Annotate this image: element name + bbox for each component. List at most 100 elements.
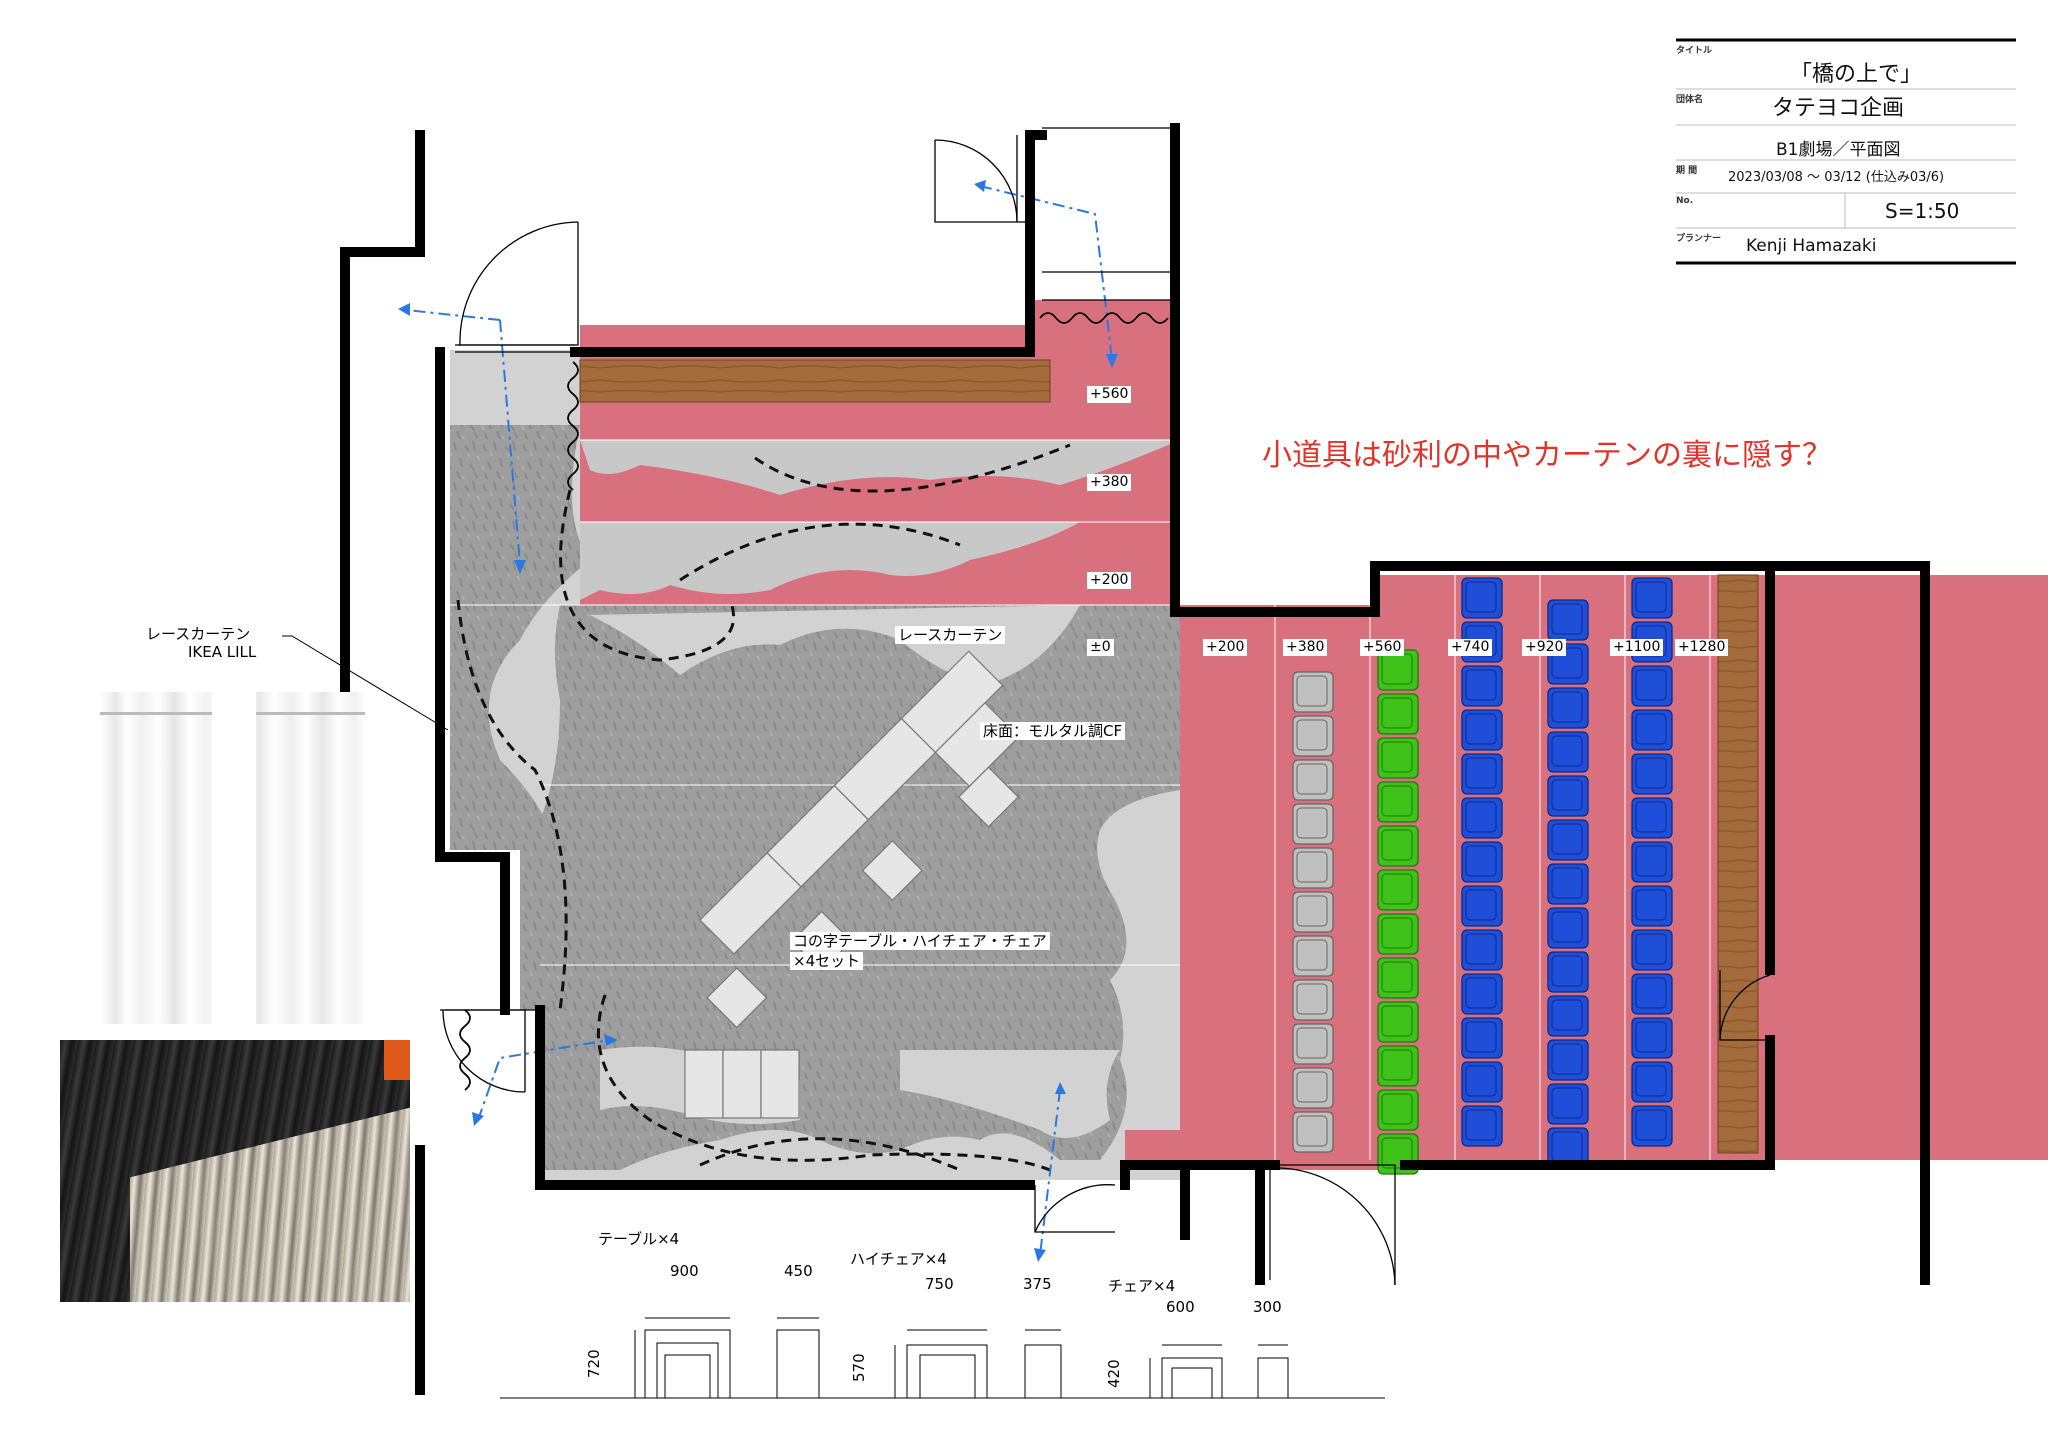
table [957,766,1020,828]
scale-value: S=1:50 [1885,199,1960,223]
floor-material-label: 床面：モルタル調CF [980,722,1126,740]
wood-bench [579,359,1051,403]
company-key: 団体名 [1676,95,1704,105]
seat-icon [1547,819,1589,861]
seat-icon [1292,759,1334,801]
seat-icon [1461,577,1503,619]
seat-icon [1377,649,1419,691]
seating-floor [1180,605,1275,1165]
seat-rows [1292,577,1673,1175]
platform-560-corridor [1030,300,1180,440]
stage-level-label: +200 [1087,572,1132,589]
play-title: 「橋の上で」 [1790,62,1923,87]
table-width-dim: 900 [670,1262,699,1280]
stored-table [684,1049,724,1119]
table-height-dim: 720 [585,1349,603,1378]
seat-level-label: +920 [1522,639,1567,656]
seat-icon [1461,797,1503,839]
chair-elevation-title: チェア×4 [1108,1277,1176,1295]
actor-paths [456,443,1071,1172]
seat-icon [1377,1001,1419,1043]
seat-icon [1547,995,1589,1037]
seat-icon [1377,957,1419,999]
period-key: 期 間 [1676,166,1698,176]
platform-gravel [580,440,1180,495]
seat-icon [1547,599,1589,641]
seat-icon [1461,1061,1503,1103]
period-value: 2023/03/08 ～ 03/12 (仕込み03/6) [1728,170,1945,185]
seat-icon [1377,693,1419,735]
seat-icon [1461,841,1503,883]
seat-icon [1292,979,1334,1021]
lace-curtain-label: レースカーテン [895,626,1006,644]
curtain-callout-leader [282,635,449,731]
seat-icon [1461,973,1503,1015]
planner-name: Kenji Hamazaki [1746,236,1877,256]
seat-icon [1377,913,1419,955]
table-depth-dim: 450 [784,1262,813,1280]
stage-level-label: ±0 [1087,639,1114,656]
seat-icon [1547,951,1589,993]
seat-icon [1631,1061,1673,1103]
director-note: 小道具は砂利の中やカーテンの裏に隠す？ [1262,438,1832,473]
seat-icon [1292,1023,1334,1065]
seat-icon [1631,709,1673,751]
seat-icon [1631,797,1673,839]
seat-icon [1547,687,1589,729]
high-chair-width-dim: 750 [925,1275,954,1293]
seat-icon [1377,825,1419,867]
seat-icon [1292,671,1334,713]
seat-icon [1461,1105,1503,1147]
number-key: No. [1676,196,1694,206]
seat-icon [1547,1083,1589,1125]
seat-icon [1547,863,1589,905]
title-key: タイトル [1676,46,1713,56]
seat-icon [1631,577,1673,619]
high-chair-height-dim: 570 [850,1353,868,1382]
seat-icon [1461,753,1503,795]
chair-height-dim: 420 [1105,1359,1123,1388]
seat-icon [1631,841,1673,883]
seat-icon [1377,1089,1419,1131]
table-elevation-title: テーブル×4 [598,1230,680,1248]
seat-icon [1631,665,1673,707]
seat-icon [1631,929,1673,971]
planner-key: プランナー [1676,234,1722,244]
seat-level-label: +200 [1203,639,1248,656]
seat-icon [1547,1039,1589,1081]
furniture-elevations [500,1317,1385,1399]
curtain-callout-product: IKEA LILL [188,643,257,661]
seat-icon [1461,885,1503,927]
stored-table [722,1049,762,1119]
seat-level-label: +560 [1360,639,1405,656]
rear-wood-wall [1717,574,1759,1154]
seat-level-label: +380 [1283,639,1328,656]
lace-curtain-photo [100,692,365,1024]
seat-icon [1631,973,1673,1015]
title-block-frame [1676,38,2016,265]
flow-arrows [405,185,1113,1256]
table [861,839,923,902]
seat-icon [1377,869,1419,911]
seat-level-label: +1100 [1610,639,1664,656]
seat-icon [1461,1017,1503,1059]
installed-curtain-photo [60,1040,410,1302]
seat-icon [1631,1017,1673,1059]
seat-icon [1292,891,1334,933]
seat-icon [1547,731,1589,773]
gravel-area-main [520,605,1180,1170]
chair-depth-dim: 300 [1253,1298,1282,1316]
seat-level-label: +1280 [1675,639,1729,656]
drawing-name: B1劇場／平面図 [1776,140,1901,160]
seat-icon [1631,1105,1673,1147]
seat-icon [1631,753,1673,795]
chair-width-dim: 600 [1166,1298,1195,1316]
stage-light-patch [900,1050,1120,1138]
high-chair-elevation-title: ハイチェア×4 [850,1250,947,1268]
curtain-wave-icon [459,312,1169,1091]
company-name: タテヨコ企画 [1772,96,1905,121]
seat-icon [1292,935,1334,977]
gravel-area-left [450,425,700,1060]
platform-gravel [580,522,1080,600]
table-set-label: コの字テーブル・ハイチェア・チェア [790,932,1050,950]
